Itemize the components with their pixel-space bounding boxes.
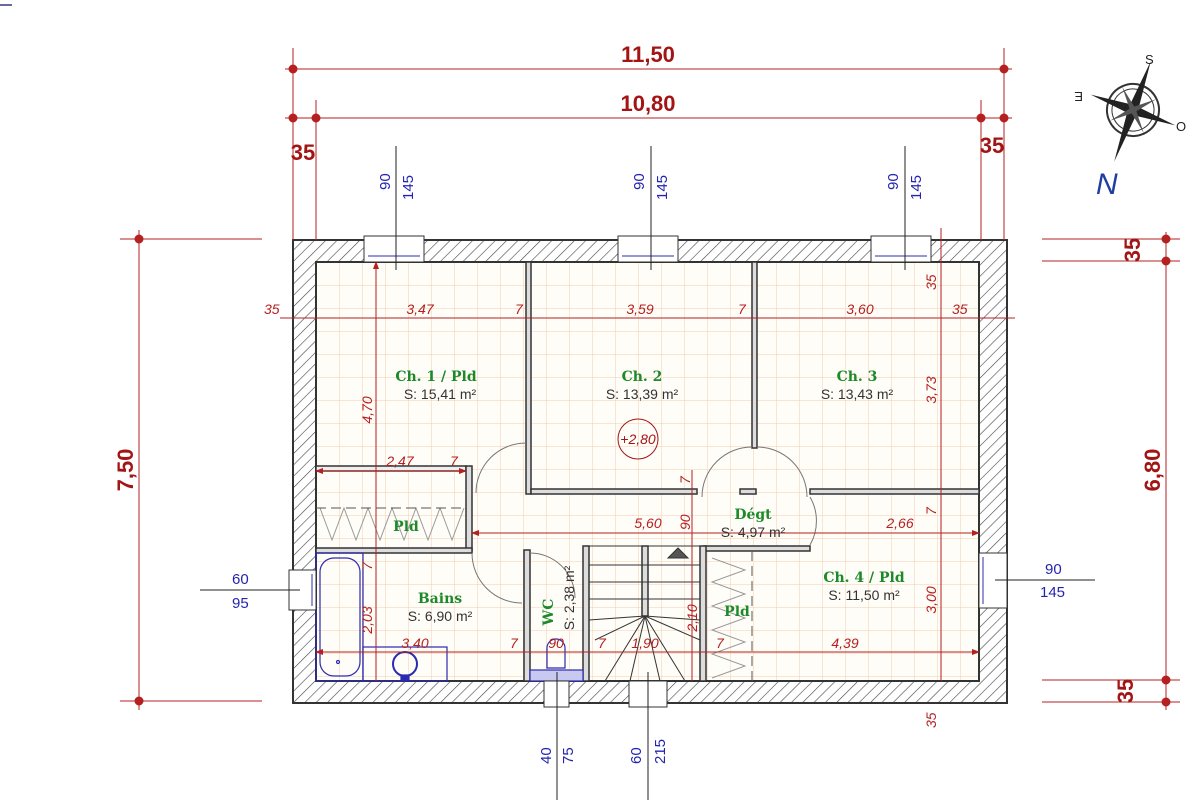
dim-label: 35 xyxy=(923,712,939,728)
stair-up-arrow xyxy=(666,547,690,559)
top-wall-thickness-label: 35 xyxy=(1120,238,1145,262)
door-ch3 xyxy=(756,446,808,498)
door-wc xyxy=(529,552,576,599)
inner-height-label: 6,80 xyxy=(1140,449,1165,492)
room-name-ch3: Ch. 3 xyxy=(837,369,878,385)
right-wall-thickness-label: 35 xyxy=(980,133,1004,158)
dim-label: 7 xyxy=(450,453,459,469)
door-bains xyxy=(471,552,523,604)
dim-label: 3,00 xyxy=(923,586,939,613)
window-height: 95 xyxy=(232,595,249,612)
window-width: 40 xyxy=(538,747,555,764)
dim-label: 4,39 xyxy=(831,635,858,651)
window-height: 145 xyxy=(1040,584,1065,601)
window-height: 145 xyxy=(908,175,925,200)
bottom-wall-thickness-label: 35 xyxy=(1113,679,1138,703)
door-ch2 xyxy=(701,446,753,498)
room-area-ch3: S: 13,43 m² xyxy=(821,386,894,402)
dim-label: 3,60 xyxy=(846,301,873,317)
overall-width-label: 11,50 xyxy=(621,42,675,67)
compass-rose-icon xyxy=(1090,61,1176,162)
dim-label: 3,40 xyxy=(401,635,428,651)
window-height: 145 xyxy=(400,175,417,200)
level-marker-circle xyxy=(617,418,659,460)
door-ch4 xyxy=(809,496,817,546)
interior-dimension-labels: 35 3,47 7 3,59 7 3,60 35 4,70 2,47 7 35 … xyxy=(264,274,968,728)
room-name-degt: Dégt xyxy=(734,507,772,523)
compass-labels: S E O N xyxy=(1074,52,1186,201)
dim-label: 90 xyxy=(548,635,564,651)
dim-label: 3,47 xyxy=(406,301,434,317)
dim-label: 3,59 xyxy=(626,301,653,317)
door-ch1 xyxy=(475,442,527,494)
room-name-closet-ch4: Pld xyxy=(724,604,750,620)
bathtub xyxy=(315,552,364,682)
compass-north: N xyxy=(1096,168,1118,201)
dim-label: 7 xyxy=(923,506,939,515)
doors xyxy=(471,442,817,604)
room-area-bains: S: 6,90 m² xyxy=(408,608,473,624)
window-height: 215 xyxy=(652,739,669,764)
window-width: 60 xyxy=(232,571,249,588)
closet-ch1 xyxy=(316,506,466,542)
room-area-degt: S: 4,97 m² xyxy=(721,524,786,540)
dim-label: 2,03 xyxy=(359,606,375,634)
window-height: 75 xyxy=(560,747,577,764)
room-area-ch1: S: 15,41 m² xyxy=(404,386,477,402)
dim-label: 7 xyxy=(598,635,607,651)
compass-east: E xyxy=(1074,89,1083,104)
left-wall-thickness-label: 35 xyxy=(291,140,315,165)
staircase xyxy=(588,545,701,682)
closet-ch4 xyxy=(710,551,753,681)
window-width: 90 xyxy=(885,173,902,190)
room-labels: Ch. 1 / Pld S: 15,41 m² Ch. 2 S: 13,39 m… xyxy=(393,369,905,630)
room-area-ch2: S: 13,39 m² xyxy=(606,386,679,402)
dim-label: 7 xyxy=(738,301,747,317)
window-width: 90 xyxy=(631,173,648,190)
room-area-wc: S: 2,38 m² xyxy=(561,565,577,630)
dim-label: 4,70 xyxy=(359,396,375,423)
dim-label: 3,73 xyxy=(923,376,939,403)
room-name-wc: WC xyxy=(541,599,557,627)
dim-label: 2,66 xyxy=(885,515,913,531)
overall-height-label: 7,50 xyxy=(113,449,138,492)
dim-label: 35 xyxy=(264,301,280,317)
room-name-ch1: Ch. 1 / Pld xyxy=(395,369,477,385)
room-name-bains: Bains xyxy=(418,591,462,607)
overall-dimensions xyxy=(120,48,1180,710)
dim-label: 7 xyxy=(510,635,519,651)
window-leaders xyxy=(200,146,1095,800)
dim-label: 5,60 xyxy=(634,515,661,531)
level-marker: +2,80 xyxy=(620,431,656,447)
dim-label: 7 xyxy=(359,561,375,570)
room-name-ch2: Ch. 2 xyxy=(622,369,663,385)
room-name-ch4: Ch. 4 / Pld xyxy=(823,570,905,586)
compass-west: O xyxy=(1176,119,1186,134)
room-area-ch4: S: 11,50 m² xyxy=(828,587,900,603)
window-width: 60 xyxy=(628,747,645,764)
window-width: 90 xyxy=(377,173,394,190)
room-name-closet-ch1: Pld xyxy=(393,519,419,535)
dim-label: 35 xyxy=(923,274,939,290)
overall-dimension-labels: 11,50 10,80 35 35 7,50 6,80 35 35 xyxy=(113,42,1165,703)
interior-dimensions xyxy=(280,228,1015,681)
window-labels: 90 145 90 145 90 145 60 95 90 145 40 75 … xyxy=(232,173,1065,764)
window-width: 90 xyxy=(1045,561,1062,578)
window-height: 145 xyxy=(654,175,671,200)
dim-label: 7 xyxy=(716,635,725,651)
dim-label: 2,10 xyxy=(684,604,700,632)
window-openings xyxy=(288,235,1008,708)
dim-label: 90 xyxy=(677,514,693,530)
corner-marker xyxy=(0,4,12,6)
dim-label: 7 xyxy=(515,301,524,317)
dim-label: 1,90 xyxy=(631,635,658,651)
dim-label: 35 xyxy=(952,301,968,317)
dim-label: 7 xyxy=(677,475,693,484)
dim-label: 2,47 xyxy=(385,453,414,469)
compass-south: S xyxy=(1145,52,1154,67)
inner-width-label: 10,80 xyxy=(620,91,675,116)
